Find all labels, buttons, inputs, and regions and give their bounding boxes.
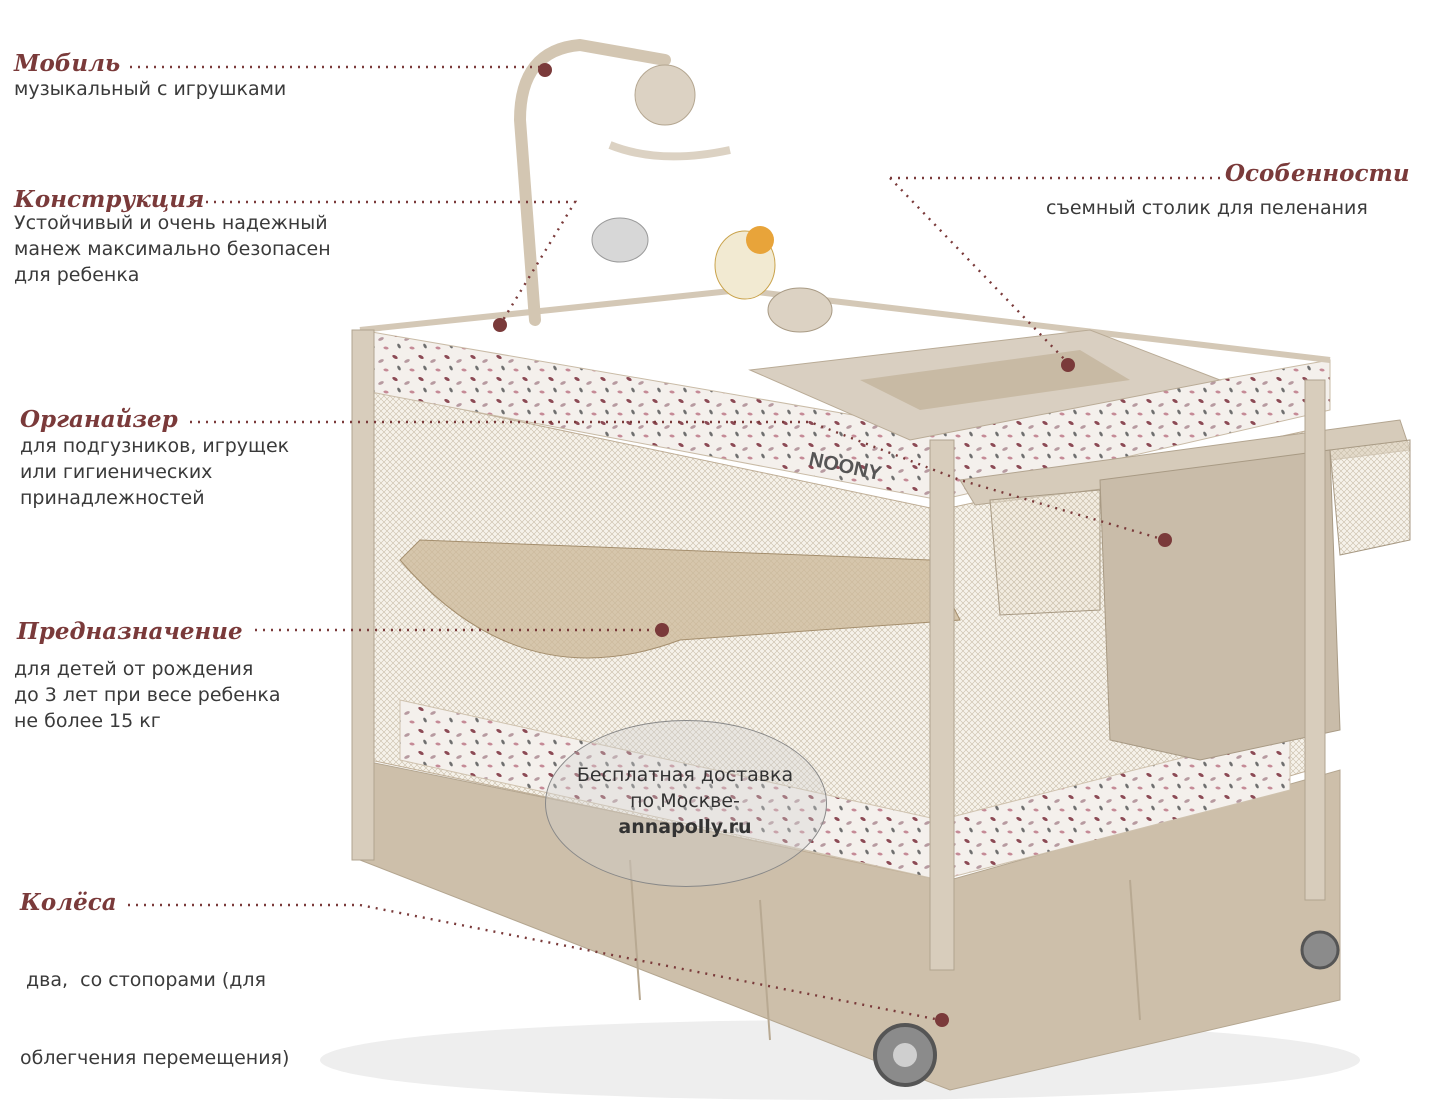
organizer-title: Органайзер <box>20 406 178 433</box>
features-title: Особенности <box>1225 160 1410 187</box>
construction-desc: Устойчивый и очень надежный манеж максим… <box>14 210 331 288</box>
annotation-dots <box>493 63 1172 1027</box>
purpose-title: Предназначение <box>17 618 243 645</box>
construction-desc-line: Устойчивый и очень надежный <box>14 212 328 234</box>
post-left <box>351 329 375 861</box>
purpose-desc-line: для детей от рождения <box>14 658 254 680</box>
wheels-desc-line: два, со стопорами (для <box>20 969 266 991</box>
watermark-site[interactable]: annapolly.ru <box>618 816 752 838</box>
toy-elephant <box>591 217 649 263</box>
construction-desc-line: манеж максимально безопасен <box>14 238 331 260</box>
purpose-desc: для детей от рождения до 3 лет при весе … <box>14 656 281 734</box>
watermark-text: Бесплатная доставка по Москве- annapolly… <box>545 762 825 840</box>
purpose-desc-line: до 3 лет при весе ребенка <box>14 684 281 706</box>
organizer-desc-line: принадлежностей <box>20 487 205 509</box>
mobile-desc: музыкальный с игрушками <box>14 76 286 102</box>
post-right <box>1304 379 1326 901</box>
mobile-title: Мобиль <box>14 50 121 77</box>
features-desc: съемный столик для пеленания <box>1046 195 1368 221</box>
wheels-desc: два, со стопорами (для облегчения переме… <box>20 915 289 1097</box>
wheels-title: Колёса <box>20 889 117 916</box>
mobile-device <box>634 64 696 126</box>
mobile-arm <box>513 38 671 326</box>
toy-ball <box>767 287 833 333</box>
construction-desc-line: для ребенка <box>14 264 140 286</box>
wheel-right <box>1300 930 1340 970</box>
construction-title: Конструкция <box>14 186 205 213</box>
watermark-line: по Москве- <box>630 790 740 812</box>
organizer-desc: для подгузников, игрущек или гигиеническ… <box>20 433 289 511</box>
post-front <box>929 439 955 971</box>
watermark-line: Бесплатная доставка <box>576 764 794 786</box>
wheels-desc-line: облегчения перемещения) <box>20 1047 290 1069</box>
organizer-desc-line: или гигиенических <box>20 461 213 483</box>
mobile-desc-line: музыкальный с игрушками <box>14 78 287 100</box>
watermark-ellipse <box>545 720 827 887</box>
organizer-desc-line: для подгузников, игрущек <box>20 435 290 457</box>
features-desc-line: съемный столик для пеленания <box>1046 197 1368 219</box>
organizer <box>1099 449 1341 761</box>
purpose-desc-line: не более 15 кг <box>14 710 161 732</box>
bassinet <box>399 539 961 659</box>
annotation-lines <box>128 65 1222 1022</box>
